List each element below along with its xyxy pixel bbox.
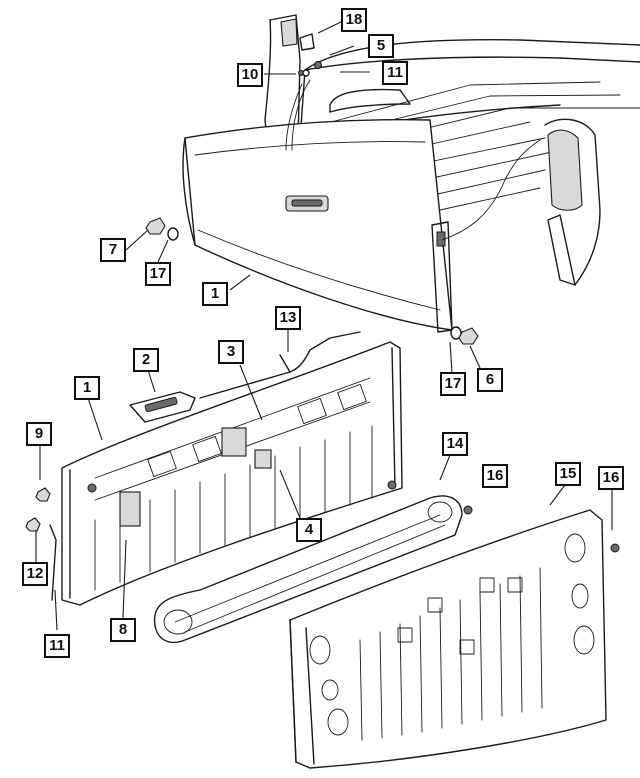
handle (129, 391, 196, 423)
callout-1-lower: 1 (74, 376, 100, 400)
callout-17-right: 17 (440, 372, 466, 396)
upper-tailgate (182, 79, 541, 333)
callout-9: 9 (26, 422, 52, 446)
callout-7: 7 (100, 238, 126, 262)
callout-16-right: 16 (598, 466, 624, 490)
inner-tailgate-frame (61, 341, 403, 606)
latch-rod (199, 331, 361, 399)
callout-6: 6 (477, 368, 503, 392)
callout-14: 14 (442, 432, 468, 456)
callout-13: 13 (275, 306, 301, 330)
side-bolts (25, 487, 57, 601)
callout-3: 3 (218, 340, 244, 364)
callout-17-left: 17 (145, 262, 171, 286)
callout-8: 8 (110, 618, 136, 642)
callout-10: 10 (237, 63, 263, 87)
callout-18: 18 (341, 8, 367, 32)
nut-washer-right (450, 326, 479, 345)
applique-panel (153, 495, 463, 643)
callout-1-upper: 1 (202, 282, 228, 306)
callout-16-mid: 16 (482, 464, 508, 488)
panel-bolt (610, 543, 620, 553)
callout-4: 4 (296, 518, 322, 542)
leader-lines (35, 21, 613, 631)
callout-15: 15 (555, 462, 581, 486)
top-hardware (298, 33, 322, 77)
callout-11-bottom: 11 (44, 634, 70, 658)
callout-11-top: 11 (382, 61, 408, 85)
callout-2: 2 (133, 348, 159, 372)
callout-5: 5 (368, 34, 394, 58)
applique-bolt (463, 505, 473, 515)
nut-washer-left (145, 217, 179, 241)
callout-12: 12 (22, 562, 48, 586)
outer-panel (289, 509, 607, 769)
